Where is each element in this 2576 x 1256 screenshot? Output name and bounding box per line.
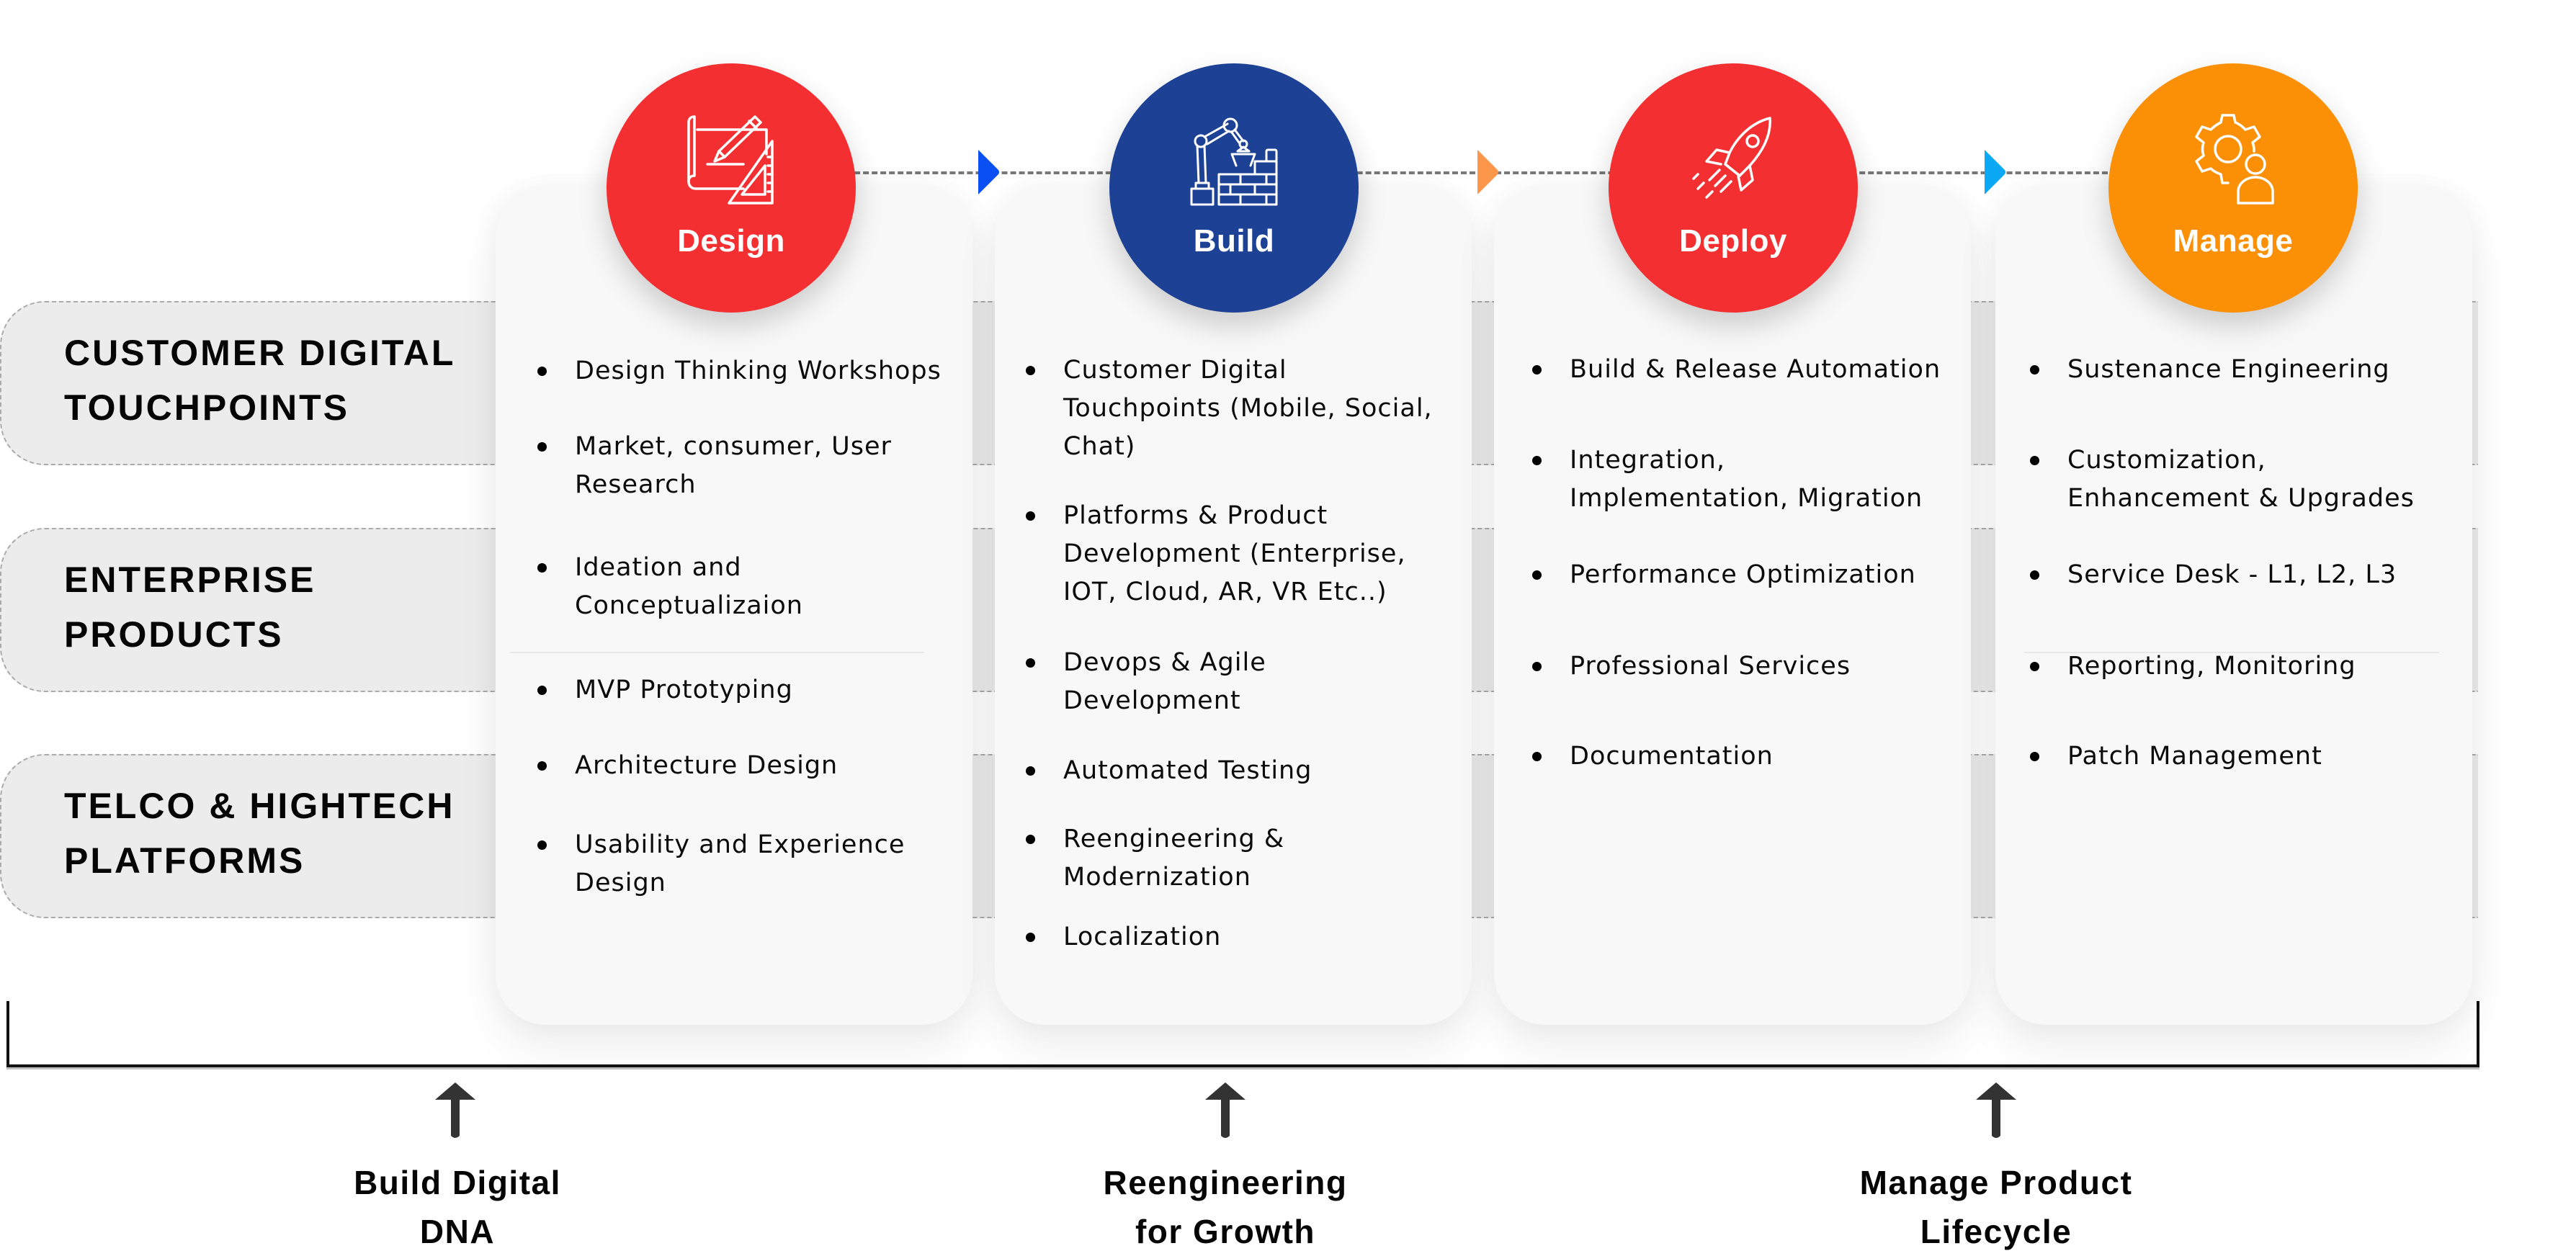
- bullet-icon: [537, 686, 547, 695]
- gear-person-icon: [2195, 114, 2274, 205]
- bullet-icon: [1532, 662, 1542, 671]
- list-item: Usability and Experience Design: [537, 826, 905, 902]
- phase-title: Design: [677, 223, 785, 259]
- phase-card-deploy: Build & Release Automation Integration, …: [1494, 185, 1971, 1025]
- rocket-icon: [1692, 117, 1771, 199]
- arrow-up-icon: [1205, 1082, 1245, 1138]
- phase-circle-design: Design: [607, 63, 856, 313]
- list-item: Localization: [1026, 918, 1221, 956]
- phase-circle-manage: Manage: [2108, 63, 2358, 313]
- list-item: Reengineering & Modernization: [1026, 820, 1284, 897]
- phases-bracket: [6, 1001, 2479, 1067]
- bullet-icon: [1532, 456, 1542, 465]
- bullet-icon: [537, 761, 547, 771]
- phase-card-manage: Sustenance Engineering Customization, En…: [1995, 185, 2472, 1025]
- outcome-build-digital-dna: Build Digital DNA: [354, 1164, 561, 1250]
- list-item: Performance Optimization: [1532, 556, 1916, 594]
- bullet-icon: [2030, 570, 2039, 580]
- list-item: Customer Digital Touchpoints (Mobile, So…: [1026, 351, 1433, 466]
- phase-circle-deploy: Deploy: [1609, 63, 1858, 313]
- list-item: MVP Prototyping: [537, 671, 793, 709]
- divider: [510, 652, 924, 653]
- segment-label: ENTERPRISE PRODUCTS: [64, 560, 316, 655]
- bullet-icon: [2030, 662, 2039, 671]
- segment-label: CUSTOMER DIGITAL TOUCHPOINTS: [64, 333, 456, 428]
- list-item: Customization, Enhancement & Upgrades: [2030, 441, 2415, 518]
- list-item: Architecture Design: [537, 747, 838, 785]
- phase-card-build: Customer Digital Touchpoints (Mobile, So…: [995, 185, 1472, 1025]
- list-item: Devops & Agile Development: [1026, 644, 1266, 720]
- bullet-icon: [2030, 365, 2039, 374]
- bullet-icon: [537, 442, 547, 452]
- phase-connector-line: [828, 171, 2125, 174]
- phase-title: Manage: [2173, 223, 2294, 259]
- design-services-list: Design Thinking Workshops Market, consum…: [496, 185, 972, 1025]
- build-services-list: Customer Digital Touchpoints (Mobile, So…: [995, 185, 1472, 1025]
- outcome-manage-product-lifecycle: Manage Product Lifecycle: [1859, 1164, 2133, 1250]
- blueprint-pencil-ruler-icon: [687, 115, 774, 205]
- list-item: Professional Services: [1532, 647, 1851, 686]
- bullet-icon: [1532, 752, 1542, 761]
- phase-circle-build: Build: [1109, 63, 1359, 313]
- list-item: Ideation and Conceptualizaion: [537, 549, 803, 625]
- list-item: Patch Management: [2030, 737, 2322, 776]
- bullet-icon: [1532, 570, 1542, 580]
- list-item: Design Thinking Workshops: [537, 352, 942, 390]
- deploy-services-list: Build & Release Automation Integration, …: [1494, 185, 1971, 1025]
- bullet-icon: [537, 367, 547, 376]
- bullet-icon: [1026, 933, 1035, 942]
- list-item: Market, consumer, User Research: [537, 428, 892, 504]
- phase-card-design: Design Thinking Workshops Market, consum…: [496, 185, 972, 1025]
- triangle-right-icon: [1985, 150, 2005, 194]
- bullet-icon: [1026, 835, 1035, 844]
- bullet-icon: [537, 563, 547, 573]
- list-item: Sustenance Engineering: [2030, 351, 2390, 389]
- triangle-right-icon: [1477, 150, 1498, 194]
- bullet-icon: [1532, 365, 1542, 374]
- divider: [2024, 652, 2439, 653]
- phase-title: Deploy: [1679, 223, 1787, 259]
- list-item: Service Desk - L1, L2, L3: [2030, 556, 2397, 594]
- arrow-up-icon: [1976, 1082, 2016, 1138]
- bullet-icon: [1026, 658, 1035, 668]
- list-item: Documentation: [1532, 737, 1774, 776]
- bullet-icon: [1026, 766, 1035, 776]
- list-item: Integration, Implementation, Migration: [1532, 441, 1923, 518]
- outcome-reengineering-for-growth: Reengineering for Growth: [1103, 1164, 1348, 1250]
- list-item: Reporting, Monitoring: [2030, 647, 2356, 686]
- list-item: Platforms & Product Development (Enterpr…: [1026, 497, 1406, 611]
- triangle-right-icon: [978, 150, 999, 194]
- bullet-icon: [1026, 511, 1035, 521]
- phase-title: Build: [1193, 223, 1275, 259]
- bullet-icon: [1026, 366, 1035, 375]
- bullet-icon: [2030, 752, 2039, 761]
- manage-services-list: Sustenance Engineering Customization, En…: [1995, 185, 2472, 1025]
- bullet-icon: [2030, 456, 2039, 465]
- arrow-up-icon: [435, 1082, 475, 1138]
- bullet-icon: [537, 840, 547, 850]
- list-item: Build & Release Automation: [1532, 351, 1941, 389]
- list-item: Automated Testing: [1026, 752, 1312, 790]
- segment-label: TELCO & HIGHTECH PLATFORMS: [64, 786, 455, 881]
- robot-arm-bricks-icon: [1190, 117, 1278, 206]
